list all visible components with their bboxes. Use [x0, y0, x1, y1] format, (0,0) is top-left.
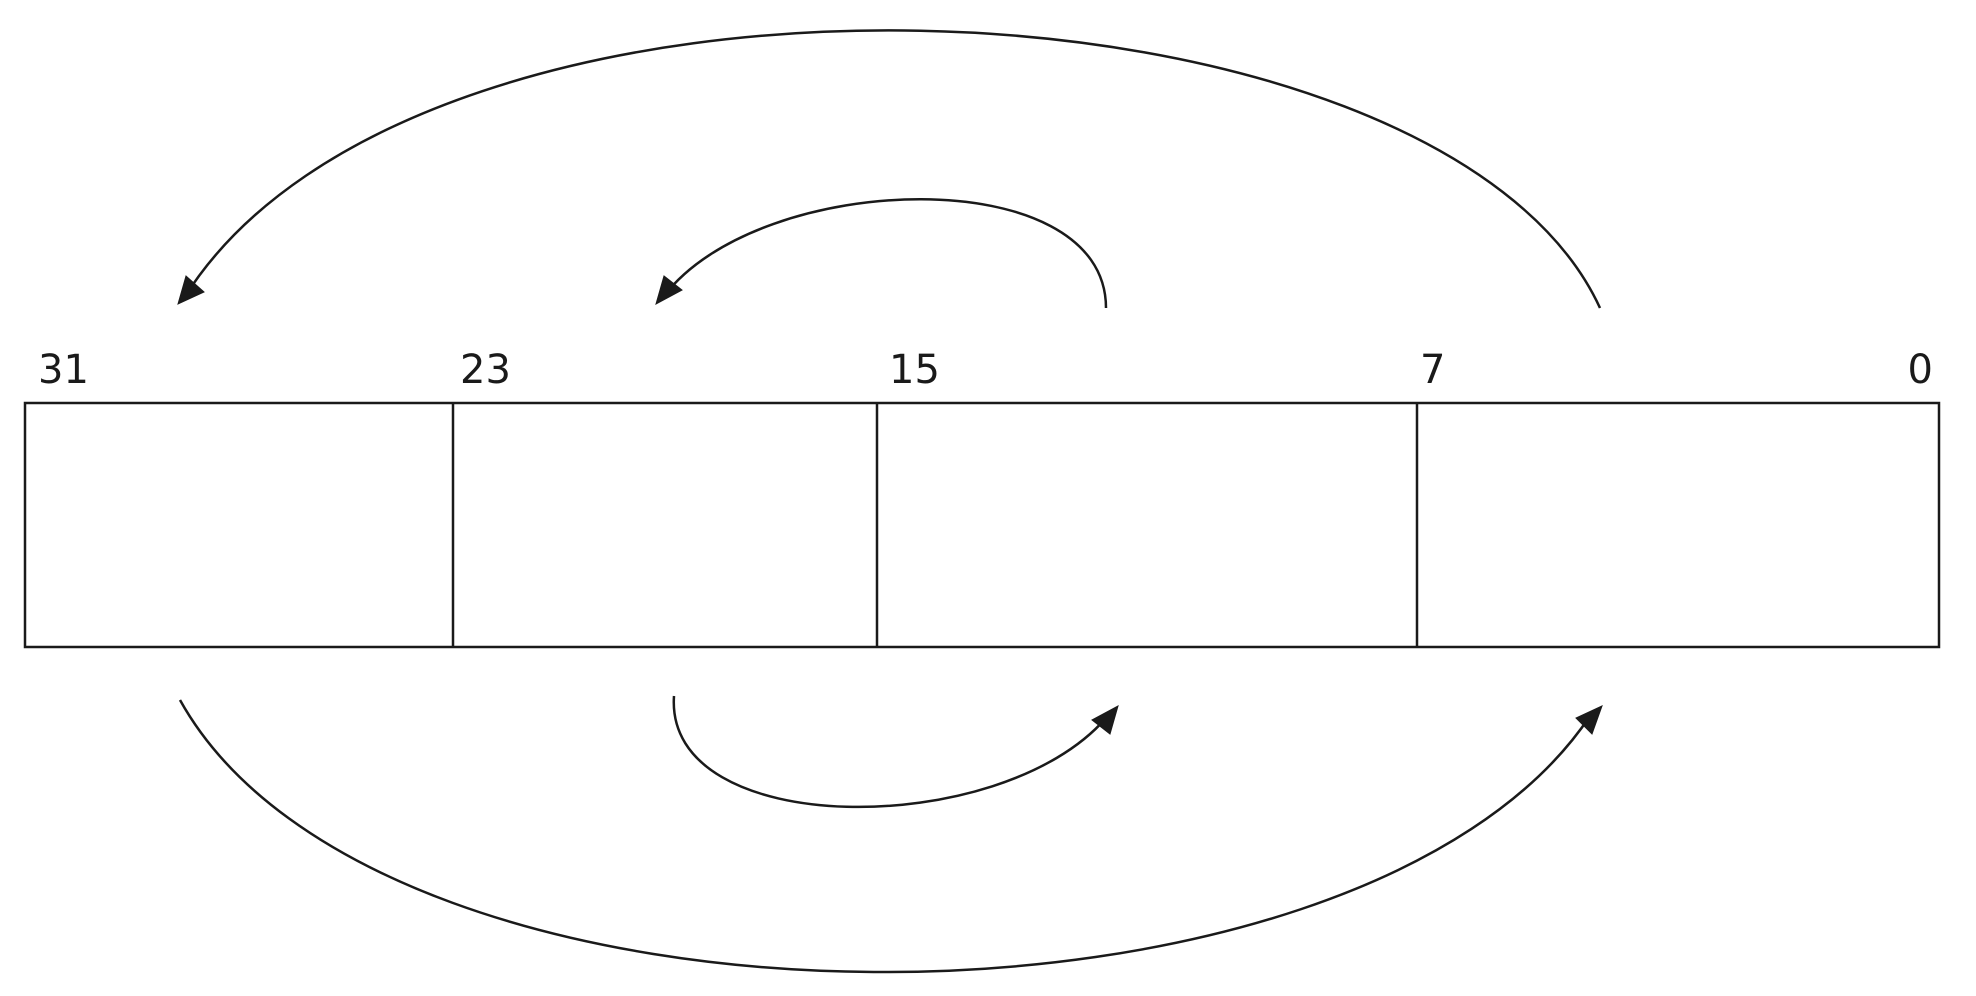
byte-2-cell: [453, 403, 877, 647]
byte-1-cell: [877, 403, 1417, 647]
arrow-byte1-to-byte2-head: [655, 275, 683, 306]
arrow-byte2-to-byte1-head: [1091, 704, 1119, 735]
bit-label-0: 0: [1908, 347, 1933, 393]
bit-label-31: 31: [38, 347, 89, 393]
register: [23, 401, 1941, 649]
bit-label-15: 15: [889, 347, 940, 393]
byte-3-cell: [25, 403, 453, 647]
bit-labels: 31 23 15 7 0: [38, 347, 1933, 393]
top-arrows: [177, 29, 1602, 309]
arrow-byte3-to-byte0-head: [1575, 705, 1603, 735]
register-outline: [23, 401, 1941, 649]
arrow-byte3-to-byte0: [178, 699, 1592, 974]
bit-label-23: 23: [460, 347, 511, 393]
arrow-byte2-to-byte1: [672, 695, 1107, 809]
bit-label-7: 7: [1420, 347, 1445, 393]
arrow-byte0-to-byte3-head: [177, 275, 205, 305]
arrow-byte0-to-byte3: [182, 29, 1602, 309]
arrow-byte1-to-byte2: [663, 198, 1108, 309]
byte-0-cell: [1417, 403, 1939, 647]
bottom-arrows: [178, 695, 1603, 974]
